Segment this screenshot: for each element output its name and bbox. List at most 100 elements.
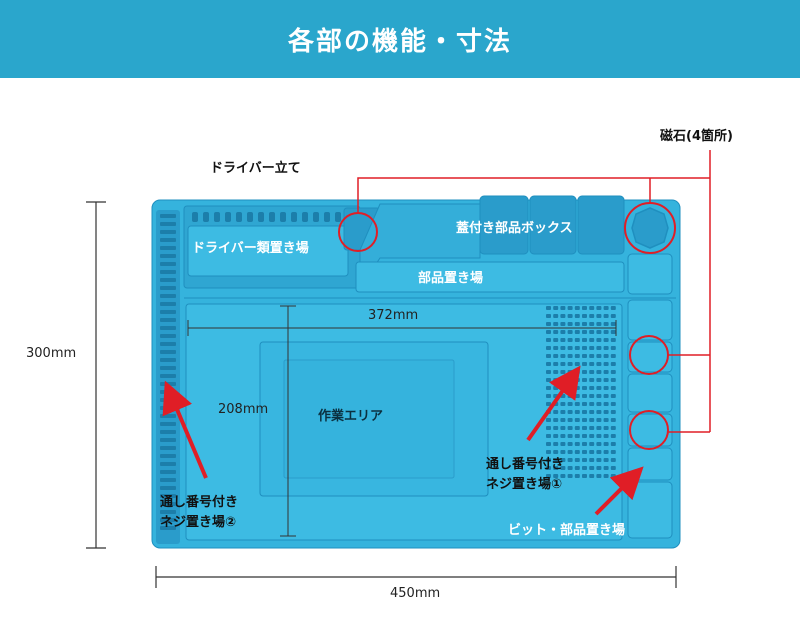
driver-hole [214, 212, 220, 222]
grid-slot [603, 394, 609, 398]
grid-slot [567, 418, 573, 422]
grid-slot [574, 362, 580, 366]
grid-slot [582, 314, 587, 318]
bit-pocket-1 [627, 299, 673, 341]
screw-slot [160, 358, 176, 362]
screw-slot [160, 334, 176, 338]
grid-slot [560, 314, 566, 318]
grid-slot [589, 450, 595, 454]
grid-slot [560, 434, 566, 438]
grid-slot [582, 418, 587, 422]
parts-storage-tray [355, 261, 625, 293]
grid-slot [546, 458, 551, 462]
grid-slot [596, 386, 602, 390]
grid-slot [567, 354, 573, 358]
grid-slot [567, 426, 573, 430]
grid-slot [574, 402, 580, 406]
grid-slot [582, 402, 587, 406]
grid-slot [589, 418, 595, 422]
grid-slot [546, 474, 551, 478]
grid-slot [546, 314, 551, 318]
grid-slot [610, 330, 616, 334]
screw-slot [160, 350, 176, 354]
grid-slot [596, 418, 602, 422]
driver-hole [291, 212, 297, 222]
grid-slot [574, 418, 580, 422]
grid-slot [603, 378, 609, 382]
screw-slot [160, 382, 176, 386]
grid-slot [567, 410, 573, 414]
label-work-area: 作業エリア [318, 409, 384, 424]
grid-slot [582, 458, 587, 462]
screw-slot [160, 494, 176, 498]
grid-slot [553, 410, 559, 414]
grid-slot [546, 386, 551, 390]
right-top-pocket [627, 253, 673, 295]
driver-hole [335, 212, 341, 222]
grid-slot [603, 370, 609, 374]
label-bit-storage: ビット・部品置き場 [508, 523, 626, 538]
highlight-magnet-3 [629, 410, 669, 450]
grid-slot [589, 458, 595, 462]
grid-slot [589, 330, 595, 334]
grid-slot [553, 386, 559, 390]
grid-slot [610, 402, 616, 406]
grid-slot [610, 466, 616, 470]
grid-slot [553, 426, 559, 430]
grid-slot [567, 450, 573, 454]
grid-slot [610, 450, 616, 454]
grid-slot [553, 450, 559, 454]
grid-slot [610, 346, 616, 350]
grid-slot [582, 306, 587, 310]
grid-slot [560, 458, 566, 462]
grid-slot [560, 338, 566, 342]
grid-slot [567, 306, 573, 310]
grid-slot [603, 338, 609, 342]
grid-slot [574, 330, 580, 334]
driver-stand-leader [357, 177, 710, 213]
grid-slot [610, 322, 616, 326]
grid-slot [603, 314, 609, 318]
driver-hole [247, 212, 253, 222]
grid-slot [553, 458, 559, 462]
screw-slot [160, 230, 176, 234]
grid-slot [574, 314, 580, 318]
grid-slot [610, 410, 616, 414]
driver-hole [280, 212, 286, 222]
grid-slot [546, 362, 551, 366]
grid-slot [582, 442, 587, 446]
screw-slot [160, 286, 176, 290]
grid-slot [560, 450, 566, 454]
grid-slot [610, 338, 616, 342]
magnet-hex [631, 207, 669, 249]
grid-slot [553, 474, 559, 478]
grid-slot [610, 306, 616, 310]
grid-slot [560, 402, 566, 406]
grid-slot [596, 346, 602, 350]
grid-slot [567, 338, 573, 342]
grid-slot [553, 314, 559, 318]
grid-slot [582, 426, 587, 430]
grid-slot [610, 394, 616, 398]
grid-slot [553, 378, 559, 382]
grid-slot [596, 442, 602, 446]
grid-slot [582, 450, 587, 454]
grid-slot [574, 434, 580, 438]
grid-slot [560, 410, 566, 414]
grid-slot [546, 330, 551, 334]
grid-slot [546, 354, 551, 358]
grid-slot [560, 354, 566, 358]
dim-height-label: 300mm [26, 346, 77, 361]
arrow-screw-2 [162, 380, 208, 479]
grid-slot [589, 346, 595, 350]
grid-slot [596, 354, 602, 358]
screw-slot [160, 526, 176, 530]
dim-width-label: 450mm [390, 586, 441, 601]
screw-slot [160, 510, 176, 514]
grid-slot [574, 346, 580, 350]
screw-slot [160, 430, 176, 434]
grid-slot [574, 450, 580, 454]
screw-slot [160, 366, 176, 370]
screw-slot [160, 318, 176, 322]
grid-slot [610, 314, 616, 318]
